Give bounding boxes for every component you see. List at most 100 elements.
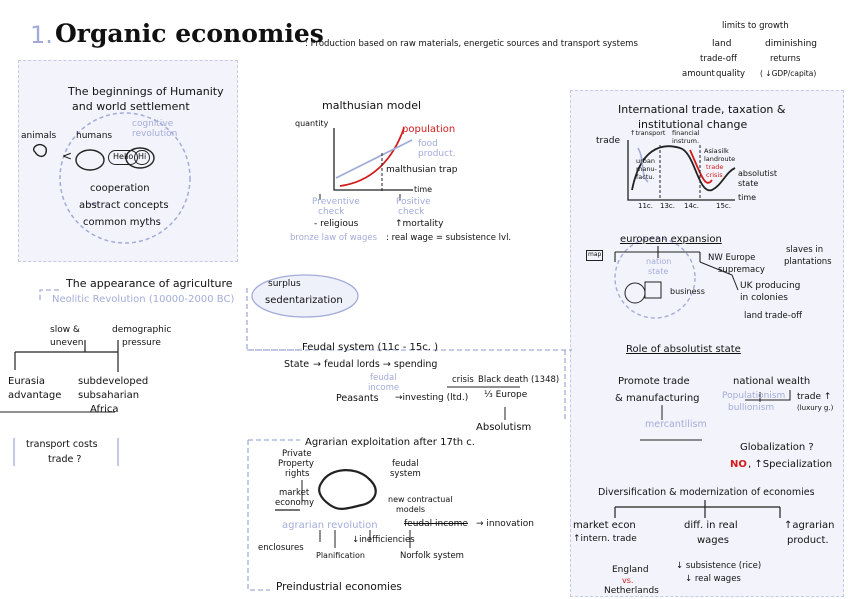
eurasia-1: Eurasia bbox=[8, 376, 46, 387]
growth-land: land bbox=[712, 39, 732, 49]
bronze-law: bronze law of wages bbox=[290, 233, 378, 243]
div-subsistence: ↓ subsistence (rice) bbox=[676, 561, 762, 571]
growth-returns: returns bbox=[770, 54, 801, 64]
black-death-2: ⅓ Europe bbox=[484, 390, 528, 400]
feudal-peasants: Peasants bbox=[336, 393, 379, 404]
expansion-nation-2: state bbox=[648, 267, 669, 276]
div-diff-1: diff. in real bbox=[684, 520, 738, 531]
trade-urban-1: urban bbox=[636, 157, 656, 165]
absolutist-populationism: Populationism bbox=[722, 391, 786, 401]
trade-tick-15c: 15c. bbox=[716, 202, 731, 210]
planification-label: Planification bbox=[316, 551, 365, 560]
absolutist-manufacturing: & manufacturing bbox=[615, 393, 700, 404]
feudal-investing: →investing (ltd.) bbox=[395, 393, 469, 403]
agrarian-innovation: → innovation bbox=[476, 519, 534, 529]
eurasia-2: advantage bbox=[8, 390, 62, 401]
page-title: Organic economies bbox=[55, 19, 324, 48]
div-netherlands: Netherlands bbox=[604, 586, 659, 596]
feudal-state: State bbox=[284, 359, 310, 370]
trade-urban-2: manu- bbox=[636, 165, 657, 173]
trade-urban-3: factu. bbox=[636, 173, 655, 181]
enclosures-label: enclosures bbox=[258, 543, 304, 553]
absolutist-national: national wealth bbox=[733, 376, 811, 387]
trade-panel bbox=[570, 90, 844, 597]
expansion-map: map bbox=[586, 250, 604, 261]
sedentarization-label: sedentarization bbox=[265, 295, 343, 306]
div-agrarian-1: ↑agrarian bbox=[784, 520, 835, 531]
absolutist-specialization: , ↑Specialization bbox=[748, 459, 833, 470]
agrarian-title: Agrarian exploitation after 17th c. bbox=[305, 437, 475, 448]
trade-absolutist-2: state bbox=[738, 179, 759, 188]
malthus-population: population bbox=[402, 124, 456, 135]
feudal-income-1: feudal bbox=[370, 373, 397, 383]
cooperation-label: cooperation bbox=[90, 183, 150, 194]
hi-bubble: Hi bbox=[134, 150, 151, 165]
real-wage: : real wage = subsistence lvl. bbox=[386, 233, 512, 243]
absolutist-promote: Promote trade bbox=[618, 376, 690, 387]
agrarian-feudal-2: system bbox=[390, 469, 421, 479]
trade-financial-1: financial bbox=[672, 129, 700, 137]
subdeveloped-2: subsaharian bbox=[78, 390, 140, 401]
market-1: market bbox=[279, 488, 310, 498]
positive-2: check bbox=[398, 207, 425, 217]
div-market-2: ↑intern. trade bbox=[573, 534, 637, 544]
expansion-slaves-1: slaves in bbox=[786, 245, 824, 255]
feudal-title: Feudal system (11c - 15c. ) bbox=[302, 342, 439, 353]
positive-1: Positive bbox=[396, 197, 431, 207]
religious-label: - religious bbox=[314, 219, 359, 229]
abstract-label: abstract concepts bbox=[79, 200, 169, 211]
page-subtitle: : Production based on raw materials, ene… bbox=[305, 39, 638, 49]
animals-label: animals bbox=[21, 131, 57, 141]
cognitive-label: cognitive bbox=[132, 119, 174, 129]
absolutist-bullionism: bullionism bbox=[728, 403, 775, 413]
expansion-supremacy: supremacy bbox=[718, 265, 765, 275]
expansion-business: business bbox=[670, 287, 705, 296]
trade-asia-1: Asia bbox=[704, 147, 718, 155]
agrarian-feudal-1: feudal bbox=[392, 459, 419, 469]
trade-absolutist-1: absolutist bbox=[738, 169, 777, 178]
feudal-crisis: crisis bbox=[452, 375, 474, 385]
malthus-food-2: product. bbox=[418, 149, 456, 159]
trade-transport: ↑transport bbox=[630, 129, 666, 137]
title-number: 1. bbox=[30, 21, 53, 49]
malthus-quantity: quantity bbox=[295, 119, 329, 128]
trade-time: time bbox=[738, 193, 757, 202]
humanity-panel bbox=[18, 60, 238, 262]
slow-1: slow & bbox=[50, 325, 80, 335]
transport-costs: transport costs bbox=[26, 439, 98, 450]
diversification-title: Diversification & modernization of econo… bbox=[598, 487, 815, 498]
contract-1: new contractual bbox=[388, 495, 453, 504]
trade-title-1: International trade, taxation & bbox=[618, 103, 786, 116]
market-2: economy bbox=[275, 498, 315, 508]
growth-limits: limits to growth bbox=[722, 21, 789, 31]
expansion-slaves-2: plantations bbox=[784, 257, 832, 267]
absolutist-luxury: (luxury g.) bbox=[797, 404, 834, 412]
growth-quality: quality bbox=[716, 69, 746, 79]
subdeveloped-1: subdeveloped bbox=[78, 376, 149, 387]
trade-axis-label: trade bbox=[596, 136, 620, 146]
expansion-uk-2: in colonies bbox=[740, 293, 788, 303]
humanity-title-1: The beginnings of Humanity bbox=[68, 85, 224, 98]
agrarian-feudal-income: feudal income bbox=[404, 519, 468, 529]
trade-crisis-1: trade bbox=[706, 163, 724, 171]
div-england: England bbox=[612, 565, 649, 575]
div-agrarian-2: product. bbox=[787, 535, 829, 546]
absolutist-globalization: Globalization ? bbox=[740, 442, 814, 453]
revolution-label: revolution bbox=[132, 129, 178, 139]
malthus-title: malthusian model bbox=[322, 99, 422, 112]
malthus-food-1: food bbox=[418, 139, 438, 149]
preventive-1: Preventive bbox=[312, 197, 360, 207]
trade-tick-14c: 14c. bbox=[684, 202, 699, 210]
absolutist-title: Role of absolutist state bbox=[626, 344, 741, 355]
expansion-land-trade: land trade-off bbox=[744, 311, 802, 321]
black-death-1: Black death (1348) bbox=[478, 375, 560, 385]
feudal-lords: → feudal lords → spending bbox=[313, 359, 438, 370]
div-market-1: market econ bbox=[573, 520, 636, 531]
contract-2: models bbox=[396, 505, 426, 514]
preindustrial-label: Preindustrial economies bbox=[276, 581, 402, 593]
norfolk-label: Norfolk system bbox=[400, 551, 464, 561]
slow-2: uneven bbox=[50, 338, 84, 348]
less-than: < bbox=[62, 149, 73, 163]
mortality-label: ↑mortality bbox=[395, 219, 444, 229]
